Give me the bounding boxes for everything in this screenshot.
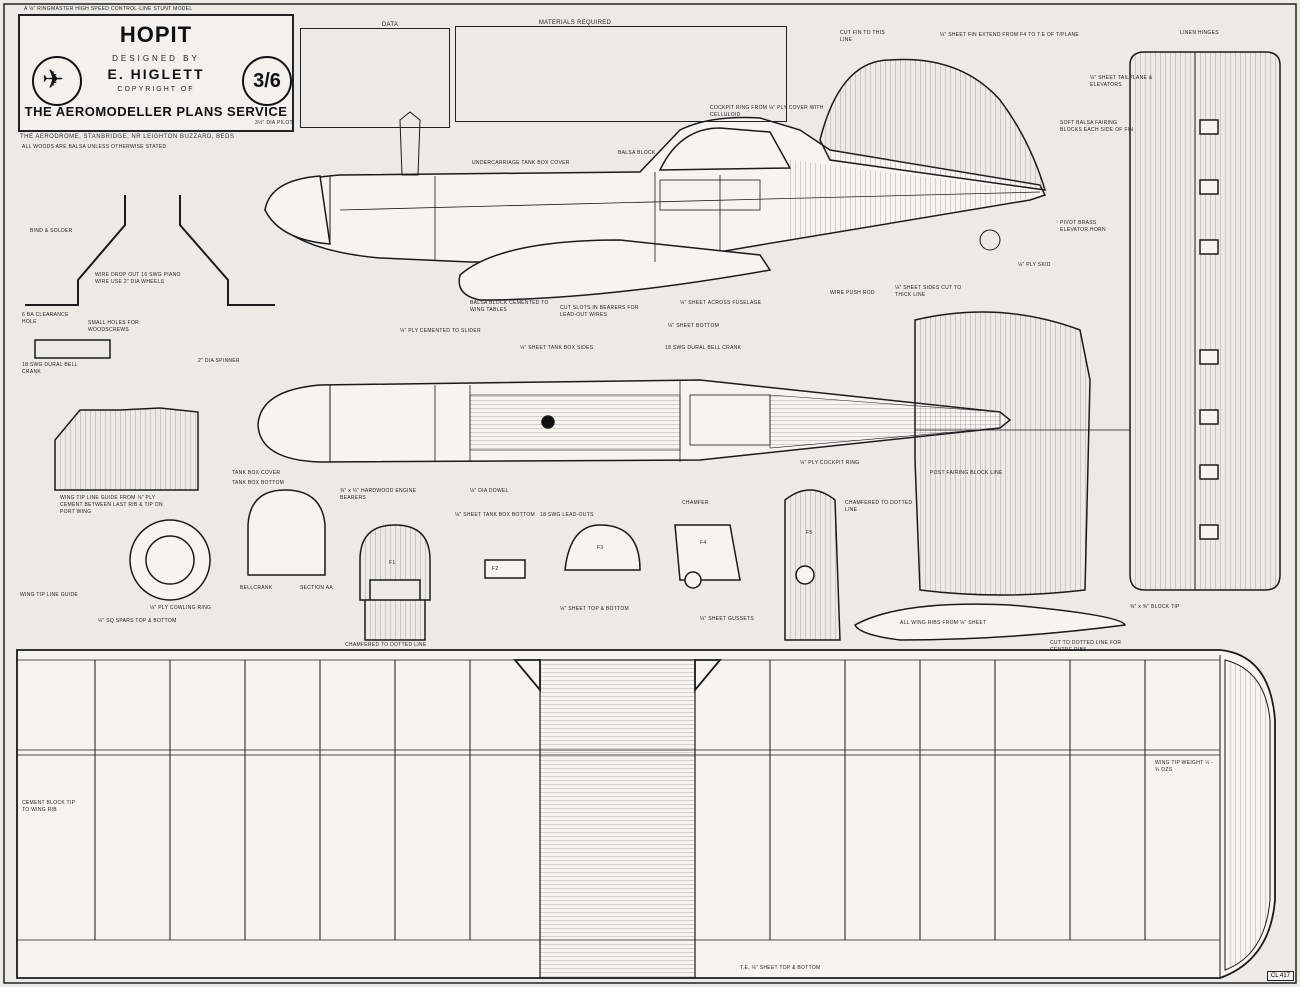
bellcrank-plate [34,339,111,359]
former-f5-label: F5 [806,530,813,536]
note-ply-cowling: ⅛" PLY COWLING RING [150,605,212,611]
note-wire-pushrod: WIRE PUSH ROD [830,290,875,296]
note-spars: ⅛" SQ SPARS TOP & BOTTOM [98,618,177,624]
plan-reference: CL 417 [1266,971,1294,981]
fin-plan-section [914,311,1130,596]
note-ply-cockpit-ring: ⅛" PLY COCKPIT RING [800,460,860,466]
note-sheet-bottom: ⅛" SHEET BOTTOM [668,323,720,329]
note-cockpit: COCKPIT RING FROM ⅛" PLY COVER WITH CELL… [710,105,824,118]
note-tailplane: ⅛" SHEET TAILPLANE & ELEVATORS [1090,75,1153,88]
tailplane-plan [1129,51,1281,591]
note-wing-ribs: ALL WING RIBS FROM ⅛" SHEET [900,620,987,626]
note-bellcrank: 18 SWG DURAL BELL CRANK [22,362,78,375]
note-section-aa: SECTION AA [300,585,334,591]
undercarriage-wire [25,195,275,306]
aeromodeller-logo-icon: ✈ [32,56,82,106]
former-f3-label: F3 [597,545,604,551]
note-lead-outs: 18 SWG LEAD-OUTS [540,512,594,518]
copyright-label: COPYRIGHT OF [117,86,195,93]
note-spinner: 2" DIA SPINNER [198,358,240,364]
formers-row [129,489,1127,641]
note-dural-bellcrank: 18 SWG DURAL BELL CRANK [665,345,742,351]
general-note: ALL WOODS ARE BALSA UNLESS OTHERWISE STA… [22,144,167,150]
former-f2-label: F2 [492,566,499,572]
note-pilot: 3½" DIA PILOT [255,120,293,126]
designer-name: E. HIGLETT [107,66,205,82]
former-f4-label: F4 [700,540,707,546]
note-wing-tip-guide: WING TIP LINE GUIDE FROM ⅛" PLY CEMENT B… [60,495,163,515]
note-tank-box-bottom: TANK BOX BOTTOM [232,480,285,486]
materials-table [455,26,787,122]
note-chamfer: CHAMFER [682,500,709,506]
title-address: THE AERODROME, STANBRIDGE, NR LEIGHTON B… [20,134,235,140]
note-soft-balsa: SOFT BALSA FAIRING BLOCKS EACH SIDE OF F… [1060,120,1134,133]
note-dowel: ⅛" DIA DOWEL [470,488,509,494]
former-f1-label: F1 [389,560,396,566]
data-table [300,28,450,128]
note-chamfered-dotted: CHAMFERED TO DOTTED LINE [845,500,913,513]
fuselage-plan-view [257,379,1012,463]
note-bind-solder: BIND & SOLDER [30,228,73,234]
data-table-title: DATA [381,22,399,28]
note-engine-hatch: UNDERCARRIAGE TANK BOX COVER [472,160,570,166]
note-te-sheet: T.E. ⅛" SHEET TOP & BOTTOM [740,965,821,971]
note-small-holes: SMALL HOLES FOR WOODSCREWS [88,320,139,333]
note-sheet-sides: ⅛" SHEET SIDES CUT TO THICK LINE [895,285,962,298]
note-sheet-top-bottom: ⅛" SHEET TOP & BOTTOM [560,606,630,612]
note-balsa-cemented: BALSA BLOCK CEMENTED TO WING TABLES [470,300,549,313]
note-tank-box-cover: TANK BOX COVER [232,470,281,476]
note-cut-slots: CUT SLOTS IN BEARERS FOR LEAD-OUT WIRES [560,305,639,318]
note-hardwood-bearers: ⅜" x ¼" HARDWOOD ENGINE BEARERS [340,488,417,501]
top-note: A ⅛" RINGMASTER HIGH SPEED CONTROL-LINE … [24,6,193,12]
note-tank-box-sides: ⅛" SHEET TANK BOX SIDES [520,345,594,351]
plan-title: HOPIT [119,22,193,47]
note-chamfered-to-dotted: CHAMFERED TO DOTTED LINE [345,642,427,648]
note-fin-extend: ⅛" SHEET FIN EXTEND FROM F4 TO T.E OF T/… [940,32,1080,38]
price-badge: 3/6 [242,56,292,106]
note-cut-dotted-centre: CUT TO DOTTED LINE FOR CENTRE RIBS [1050,640,1122,653]
note-post-fairing: POST FAIRING BLOCK LINE [930,470,1003,476]
note-ply-skid: ⅛" PLY SKID [1018,262,1051,268]
note-clearance-hole: 6 BA CLEARANCE HOLE [22,312,69,325]
note-tip-weight: WING TIP WEIGHT ½ - ¾ OZS [1155,760,1214,773]
fuselage-side-view [264,58,1047,301]
main-wing-plan [16,649,1276,979]
note-balsa-block: BALSA BLOCK [618,150,656,156]
note-sheet-gussets: ⅛" SHEET GUSSETS [700,616,754,622]
note-cement-block: CEMENT BLOCK TIP TO WING RIB [22,800,76,813]
note-linen-hinges: LINEN HINGES [1180,30,1219,36]
note-ply-cemented: ⅛" PLY CEMENTED TO SLIDER [400,328,481,334]
materials-title: MATERIALS REQUIRED [538,20,612,26]
title-block: HOPIT DESIGNED BY E. HIGLETT COPYRIGHT O… [18,14,294,132]
note-cut-fin: CUT FIN TO THIS LINE [840,30,885,43]
note-sheet-across: ⅛" SHEET ACROSS FUSELAGE [680,300,762,306]
note-wing-tip-line-guide: WING TIP LINE GUIDE [20,592,79,598]
note-block-tip: ⅝" x ⅝" BLOCK TIP [1130,604,1180,610]
note-tank-bottom: ⅛" SHEET TANK BOX BOTTOM [455,512,536,518]
plans-service-name: THE AEROMODELLER PLANS SERVICE [24,104,288,119]
note-bellcrank-section: BELLCRANK [240,585,273,591]
wing-tip-guide [54,407,199,491]
note-wire-undercarriage: WIRE DROP OUT 16 SWG PIANO WIRE USE 2" D… [95,272,181,285]
note-elevator-horn: PIVOT BRASS ELEVATOR HORN [1060,220,1106,233]
designed-by-label: DESIGNED BY [112,54,200,63]
